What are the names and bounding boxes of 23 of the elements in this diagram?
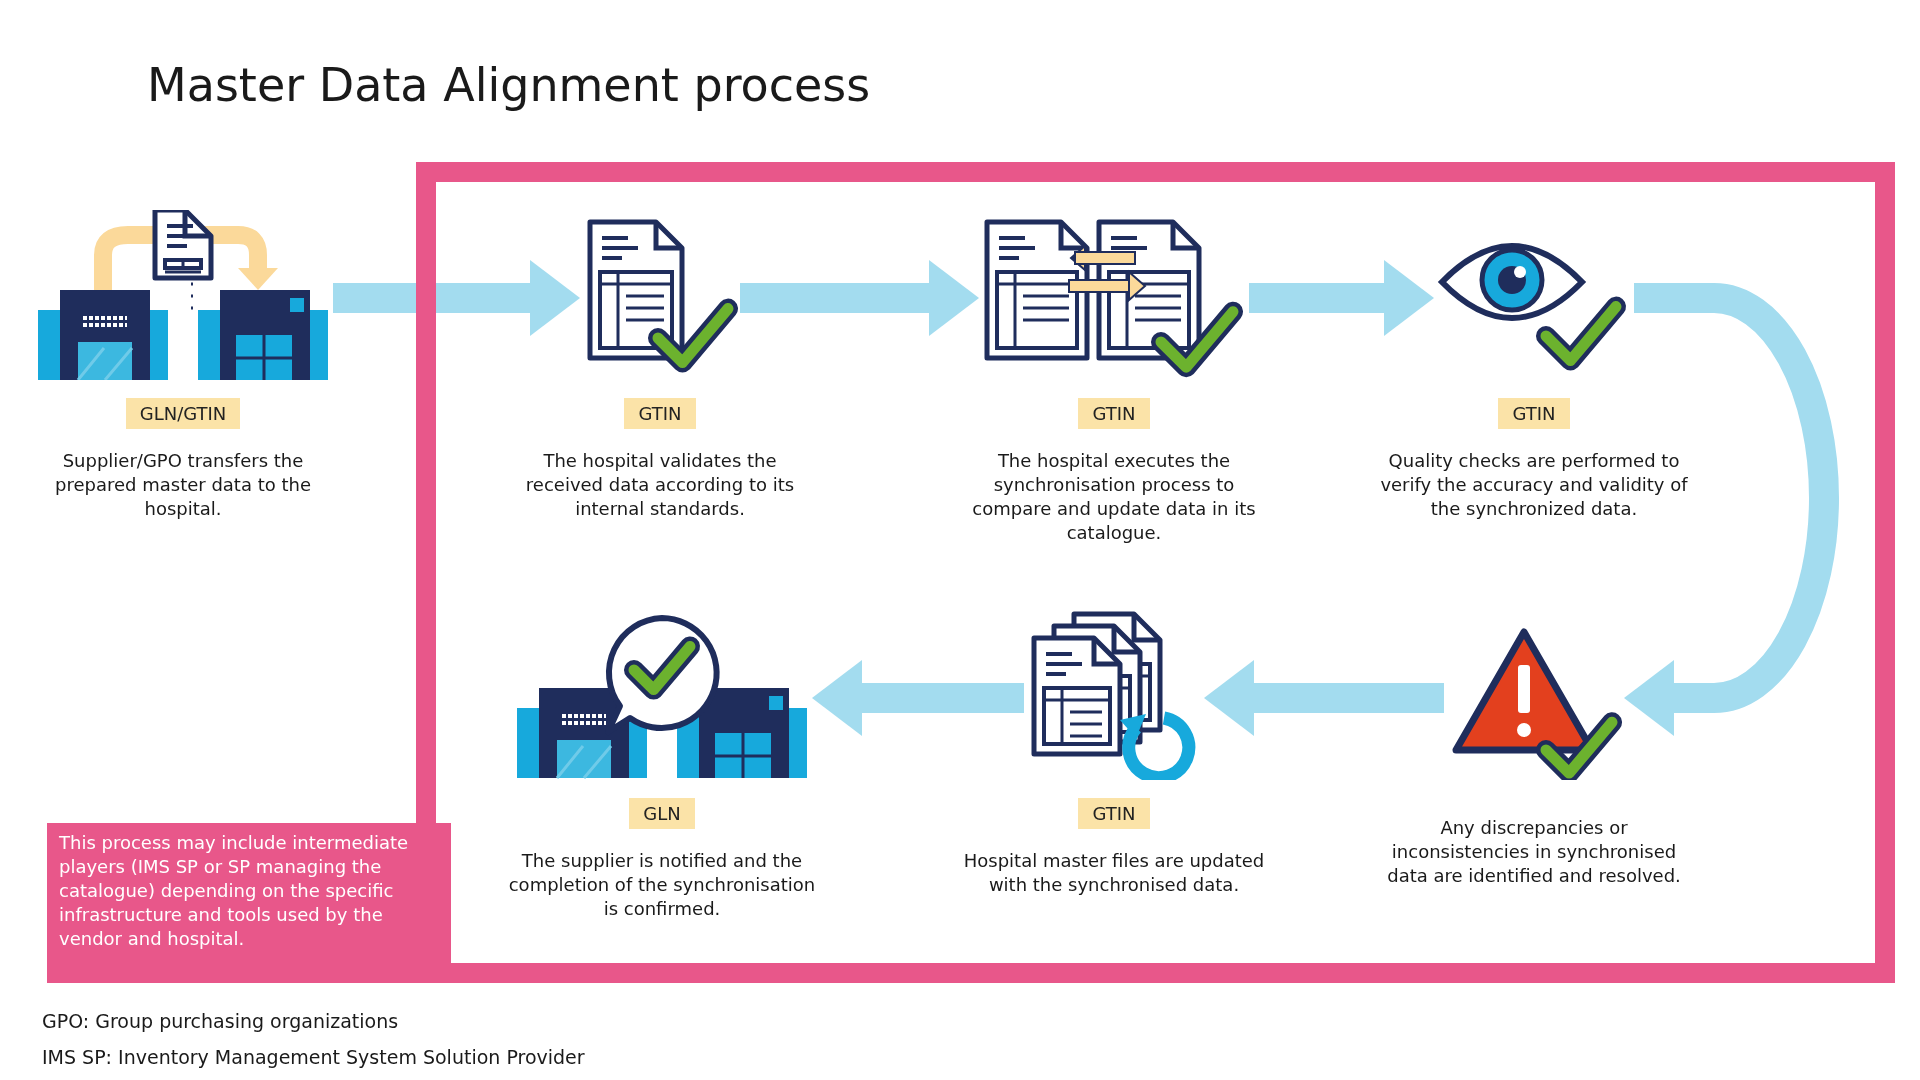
id-tag: GLN/GTIN bbox=[125, 398, 241, 429]
id-tag: GTIN bbox=[1078, 398, 1150, 429]
footnote: GPO: Group purchasing organizations bbox=[42, 1010, 399, 1032]
process-frame bbox=[416, 162, 1895, 983]
flow-arrow bbox=[1204, 660, 1444, 736]
step-description: Quality checks are performed to verify the accuracy and validity of the synchronized data. bbox=[1379, 449, 1689, 521]
flow-arrow bbox=[1249, 260, 1434, 336]
id-tag: GTIN bbox=[1498, 398, 1570, 429]
id-tag: GTIN bbox=[624, 398, 696, 429]
id-tag: GTIN bbox=[1078, 798, 1150, 829]
footnote: IMS SP: Inventory Management System Solution Provider bbox=[42, 1046, 585, 1068]
step-description: The hospital validates the received data according to its internal standards. bbox=[524, 449, 796, 521]
id-tag: GLN bbox=[629, 798, 695, 829]
step-description: The supplier is notified and the completion of the synchronisation is confirmed. bbox=[507, 849, 817, 921]
step-description: Supplier/GPO transfers the prepared master data to the hospital. bbox=[54, 449, 312, 521]
step-description: Any discrepancies or inconsistencies in synchronised data are identified and resolved. bbox=[1386, 816, 1682, 888]
title: Master Data Alignment process bbox=[147, 58, 871, 112]
flow-arrow bbox=[333, 260, 580, 336]
flow-arrow bbox=[812, 660, 1024, 736]
flow-arrow bbox=[740, 260, 979, 336]
step-description: Hospital master files are updated with the synchronised data. bbox=[962, 849, 1266, 897]
note-box: This process may include intermediate players (IMS SP or SP managing the catalogue) depending on the specific infrastructure and tools used by the vendor and hospital. bbox=[47, 823, 451, 983]
step-description: The hospital executes the synchronisation process to compare and update data in its catalogue. bbox=[971, 449, 1257, 545]
